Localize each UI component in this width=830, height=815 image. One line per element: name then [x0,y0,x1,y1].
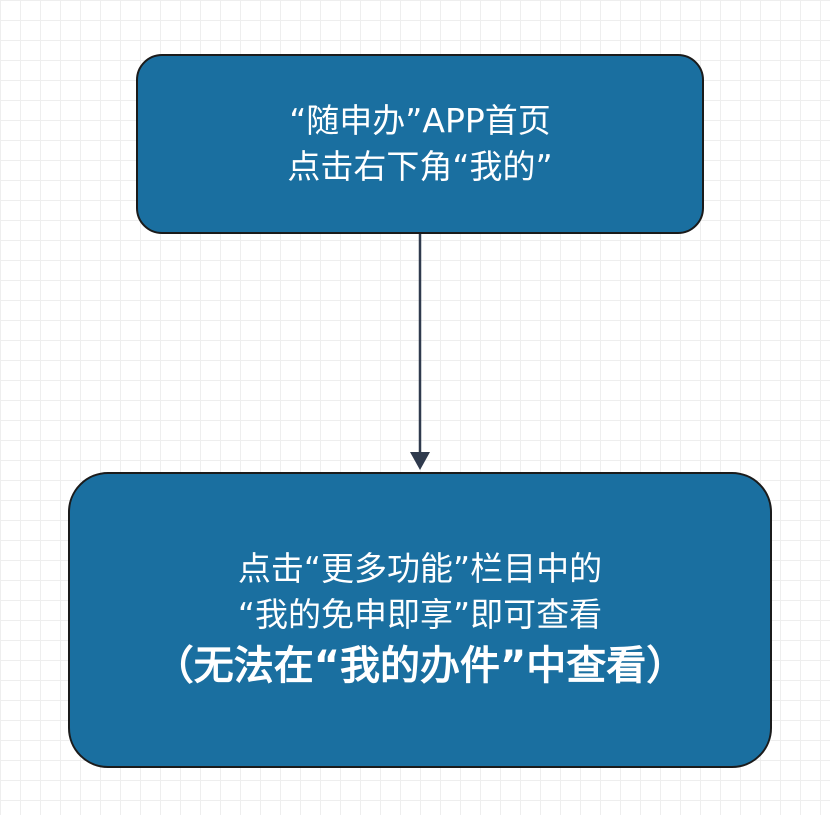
node-text-line: 点击“更多功能”栏目中的 [237,549,603,588]
flow-node-step-1: “随申办”APP首页 点击右下角“我的” [136,54,704,234]
node-text-line: “随申办”APP首页 [289,101,551,140]
edge-arrowhead [410,452,430,470]
flow-node-step-2: 点击“更多功能”栏目中的 “我的免申即享”即可查看 （无法在“我的办件”中查看） [68,472,772,768]
node-note-line: （无法在“我的办件”中查看） [153,643,687,689]
node-text-line: 点击右下角“我的” [287,147,553,186]
node-text-line: “我的免申即享”即可查看 [237,595,603,634]
